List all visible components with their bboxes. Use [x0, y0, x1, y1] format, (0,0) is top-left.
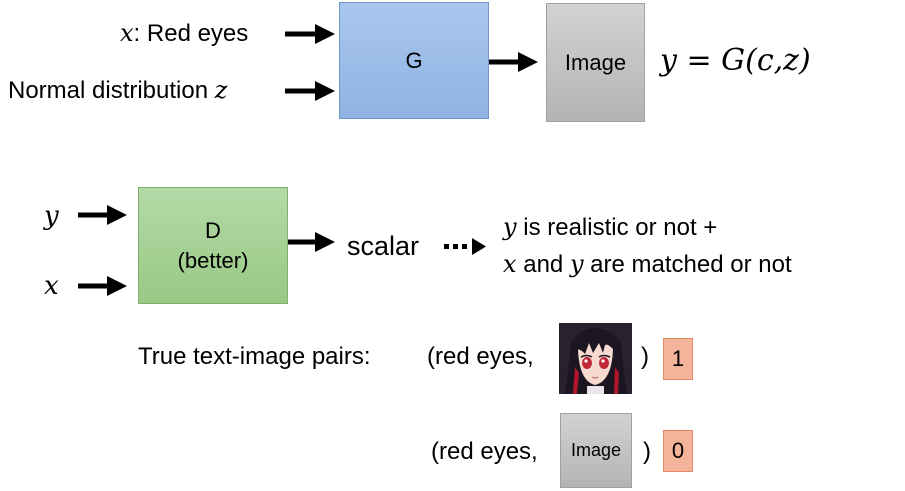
pair1-score: 1 [671, 346, 685, 372]
output-desc-line2: x and y are matched or not [503, 252, 792, 277]
input-x-var-d: x [44, 271, 59, 301]
pair2-image-box: Image [560, 413, 632, 488]
desc1-text: is realistic or not + [516, 214, 718, 241]
input-x-text: : Red eyes [133, 20, 249, 47]
generated-image-label: Image [564, 49, 627, 75]
input-z-var: z [214, 76, 228, 104]
generated-image-box: Image [546, 3, 645, 122]
discriminator-box: D (better) [138, 187, 288, 304]
generator-label: G [405, 47, 423, 73]
desc2-var-y: y [569, 250, 584, 278]
discriminator-label: D [205, 217, 221, 243]
input-z-label: Normal distribution z [8, 78, 227, 103]
dotted-arrow-scalar-to-desc [444, 238, 486, 255]
output-desc-line1: y is realistic or not + [503, 215, 717, 240]
anime-face-image [559, 323, 632, 394]
desc2-mid: and [516, 251, 570, 278]
generator-box: G [339, 2, 489, 119]
pair2-open: (red eyes, [431, 438, 538, 465]
pair1-open: (red eyes, [427, 343, 534, 370]
discriminator-sublabel: (better) [177, 247, 249, 273]
pair1-close: ) [641, 343, 649, 370]
pair2-close: ) [643, 438, 651, 465]
input-x-var: x [120, 19, 134, 47]
desc1-var-y: y [503, 213, 517, 241]
pairs-title: True text-image pairs: [138, 343, 371, 370]
input-y-var: y [44, 201, 59, 231]
pair2-score-box: 0 [663, 430, 693, 472]
pair1-score-box: 1 [663, 338, 693, 380]
input-z-text: Normal distribution [8, 77, 215, 104]
input-x-label: x: Red eyes [120, 21, 248, 46]
desc2-var-x: x [503, 250, 517, 278]
desc2-end: are matched or not [583, 251, 792, 278]
pair2-image-label: Image [570, 440, 622, 461]
scalar-label: scalar [347, 231, 420, 261]
pair2-score: 0 [671, 438, 685, 464]
generator-equation: y = G(c,z) [660, 43, 811, 78]
